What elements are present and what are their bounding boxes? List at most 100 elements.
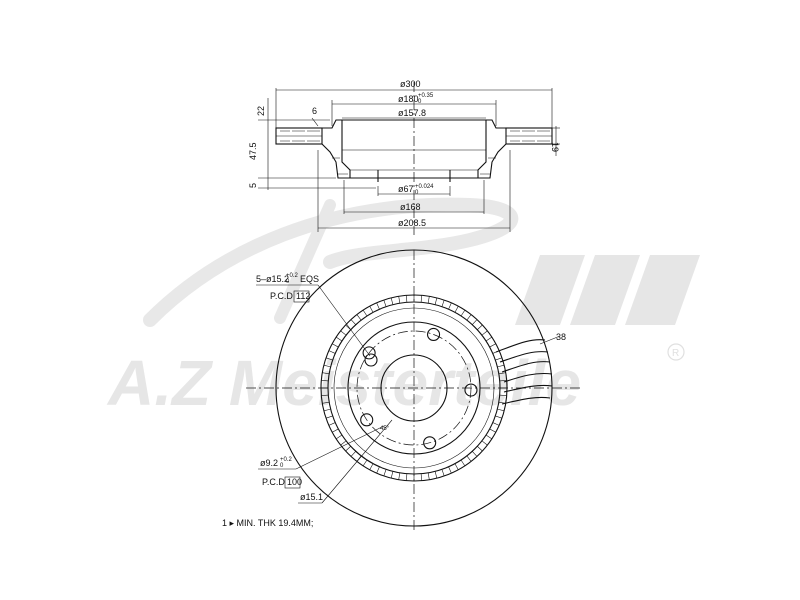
vane-tick: [495, 415, 503, 419]
vane-tick: [356, 314, 362, 321]
vane-tick: [434, 471, 438, 479]
vane-tick: [398, 296, 401, 304]
dim-overall-diameter: ø300: [400, 79, 421, 89]
vane-tick: [328, 350, 336, 354]
vane-tick: [376, 466, 380, 474]
cooling-vanes: [321, 295, 507, 481]
dim-height-47-5: 47.5: [248, 142, 258, 160]
vane-tick: [472, 319, 478, 325]
bolt-hole: [464, 383, 478, 397]
vane-tick: [466, 455, 472, 462]
watermark-stroke: [274, 199, 336, 324]
vane-tick: [485, 336, 493, 342]
pcd-value-2: 100: [287, 477, 302, 487]
vane-tick: [477, 324, 483, 330]
vane-tick: [460, 459, 466, 467]
dim-outer-hat-diameter: ø208.5: [398, 218, 426, 228]
vane-detail: [495, 335, 561, 405]
vane-tick: [321, 394, 329, 396]
dim-hat-tol-lower: 0: [418, 99, 422, 105]
vane-tick: [466, 314, 472, 321]
vane-tick: [497, 408, 505, 412]
dim-hat-diameter: ø180: [398, 94, 419, 104]
vane-tick: [420, 295, 422, 303]
vane-tick: [481, 440, 488, 446]
vane-tick: [323, 364, 331, 368]
pin-hole-spec: ø15.1: [300, 492, 323, 502]
vane-tick: [376, 302, 380, 310]
registered-mark: R: [672, 348, 679, 359]
front-view: 38 5–ø15.2 +0.2 0 EQS P.C.D 112 ø9.2 +0.…: [246, 249, 582, 530]
vane-tick: [434, 297, 438, 305]
dim-disc-19: 19: [550, 142, 560, 152]
center-bore-circle: [380, 354, 448, 422]
dim-thickness-22: 22: [256, 106, 266, 116]
vane-tick: [441, 469, 445, 477]
bolt-hole: [423, 436, 437, 450]
vane-tick: [390, 297, 394, 305]
vane-tick: [497, 364, 505, 368]
vane-tick: [420, 473, 422, 481]
vane-tick: [448, 466, 452, 474]
vane-tick: [328, 422, 336, 426]
vane-tick: [390, 471, 394, 479]
vane-tick: [427, 472, 430, 480]
vane-tick: [499, 380, 507, 382]
vane-tick: [441, 299, 445, 307]
vane-tick: [448, 302, 452, 310]
vane-tick: [332, 343, 339, 348]
vane-tick: [350, 319, 356, 325]
small-hole-tol-lower: 0: [280, 463, 284, 469]
dim-hat-tol-upper: +0.35: [418, 93, 434, 99]
dim-bore-tol-lower: 0: [415, 190, 419, 196]
pin-hole-leader: [321, 419, 393, 504]
pcd-label-2: P.C.D: [262, 477, 285, 487]
vane-tick: [383, 469, 387, 477]
vane-tick: [325, 357, 333, 361]
dim-ring-diameter: ø168: [400, 202, 421, 212]
dim-offset-6: 6: [312, 106, 317, 116]
friction-ring-right-hatch: [510, 130, 550, 142]
small-hole-spec: ø9.2: [260, 458, 278, 468]
watermark-swoosh: [143, 197, 519, 327]
vane-tick: [489, 343, 496, 348]
locating-pin-hole: [364, 353, 378, 367]
min-thickness-note: 1 ▸ MIN. THK 19.4MM;: [222, 518, 313, 528]
vane-tick: [323, 408, 331, 412]
holes-suffix: EQS: [300, 274, 319, 284]
vane-tick: [472, 451, 478, 457]
bolt-hole: [360, 413, 374, 427]
vane-tick: [406, 295, 408, 303]
registered-mark-circle: [667, 343, 685, 361]
pcd-value-1: 112: [296, 291, 310, 301]
vane-tick: [427, 296, 430, 304]
disc-outer-edge: [275, 249, 553, 527]
bolt-hole: [362, 346, 376, 360]
vane-tick: [398, 472, 401, 480]
vane-tick: [489, 428, 496, 433]
vane-tick: [321, 380, 329, 382]
hat-circle: [347, 321, 481, 455]
vane-tick: [340, 440, 347, 446]
vane-tick: [454, 306, 459, 313]
dim-inner-diameter: ø157.8: [398, 108, 426, 118]
holes-leader: [317, 284, 371, 357]
vane-tick: [332, 428, 339, 433]
pcd-circle: [356, 330, 472, 446]
vane-tick: [383, 299, 387, 307]
small-hole-tol-upper: +0.2: [280, 457, 293, 463]
vane-tick: [492, 422, 500, 426]
vane-tick: [481, 330, 488, 336]
vane-tick: [362, 459, 368, 467]
vane-tick: [322, 401, 330, 404]
bolt-holes: [360, 327, 478, 450]
vane-tick: [322, 372, 330, 375]
hat-outer-circle: [333, 307, 495, 469]
watermark-text: A.Z Meisterteile: [106, 347, 581, 419]
vane-tick: [485, 434, 493, 440]
dim-bore-tol-upper: +0.024: [415, 184, 434, 190]
chamfer-note: 45°: [380, 426, 390, 432]
vane-tick: [369, 306, 374, 313]
bolt-hole: [426, 327, 441, 342]
